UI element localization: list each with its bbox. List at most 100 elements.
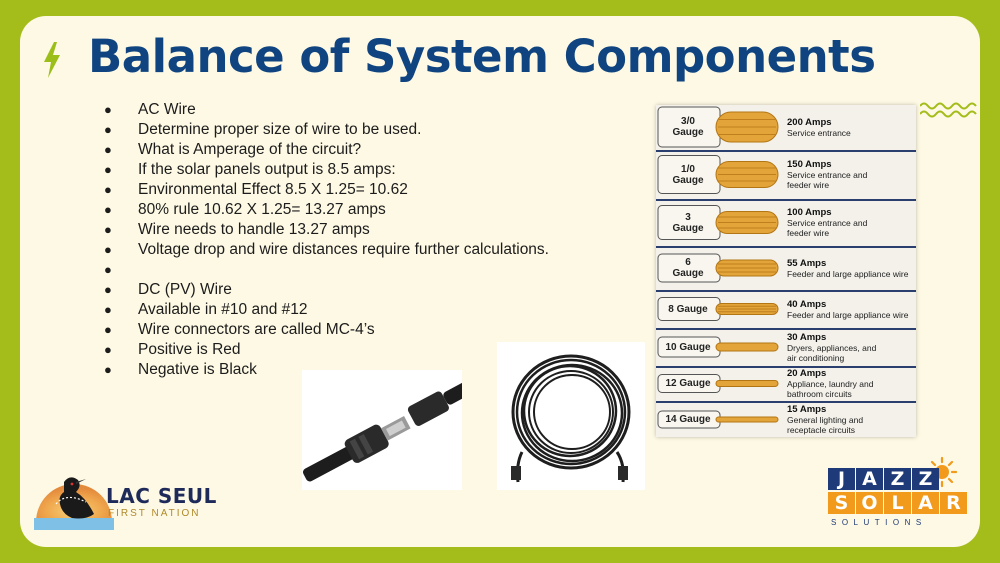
bullet-item: ● 80% rule 10.62 X 1.25= 13.27 amps <box>102 200 549 220</box>
gauge-amps: 55 Amps <box>787 257 827 269</box>
logo-letter-tile: A <box>856 468 883 490</box>
bullet-dot: ● <box>104 282 112 297</box>
gauge-label: 3 Gauge <box>672 211 704 234</box>
gauge-divider <box>656 401 916 403</box>
gauge-description: Feeder and large appliance wire <box>787 268 909 279</box>
bullet-dot: ● <box>104 122 112 137</box>
mc4-connector-image <box>302 370 462 490</box>
gauge-description: Appliance, laundry and bathroom circuits <box>787 379 874 399</box>
bullet-item: ● DC (PV) Wire <box>102 280 549 300</box>
logo-letter-tile: S <box>828 492 855 514</box>
wire-drawing <box>657 253 779 283</box>
bullet-text: What is Amperage of the circuit? <box>138 141 362 158</box>
bullet-text: Positive is Red <box>138 341 241 358</box>
gauge-amps: 100 Amps <box>787 207 832 218</box>
logo-letter-tile: Z <box>884 468 911 490</box>
gauge-label: 14 Gauge <box>665 414 711 425</box>
bullet-item: ● <box>102 260 549 280</box>
gauge-amps: 200 Amps <box>787 116 832 128</box>
lac-seul-subtitle: FIRST NATION <box>108 508 201 519</box>
bullet-item: ● Voltage drop and wire distances require… <box>102 240 549 260</box>
wire-drawing <box>657 106 779 148</box>
slide: Balance of System Components ●AC Wire●De… <box>20 16 980 547</box>
bullet-text: Negative is Black <box>138 361 257 378</box>
lac-seul-name: LAC SEUL <box>106 484 217 508</box>
wire-drawing <box>657 297 779 321</box>
gauge-description: Service entrance <box>787 127 851 138</box>
bullet-text: Available in #10 and #12 <box>138 301 308 318</box>
gauge-label: 12 Gauge <box>665 378 711 389</box>
bullet-dot: ● <box>104 242 112 257</box>
logo-letter-tile: L <box>884 492 911 514</box>
bullet-item: ● Positive is Red <box>102 340 549 360</box>
gauge-label: 3/0 Gauge <box>672 116 704 138</box>
bullet-dot: ● <box>104 342 112 357</box>
bullet-item: ●Determine proper size of wire to be use… <box>102 120 549 140</box>
gauge-description: General lighting and receptacle circuits <box>787 415 864 435</box>
gauge-divider <box>656 366 916 368</box>
bullet-text: Wire needs to handle 13.27 amps <box>138 221 370 238</box>
bullet-item: ● Environmental Effect 8.5 X 1.25= 10.62 <box>102 180 549 200</box>
gauge-label: 8 Gauge <box>668 303 708 315</box>
bullet-dot: ● <box>104 262 112 277</box>
bullet-text: DC (PV) Wire <box>138 281 232 298</box>
gauge-amps: 150 Amps <box>787 159 832 170</box>
bullet-item: ● What is Amperage of the circuit? <box>102 140 549 160</box>
bullet-dot: ● <box>104 222 112 237</box>
wire-drawing <box>657 410 779 429</box>
bullet-text: If the solar panels output is 8.5 amps: <box>138 161 396 178</box>
wire-drawing <box>657 155 779 194</box>
bullet-dot: ● <box>104 202 112 217</box>
gauge-label: 1/0 Gauge <box>672 163 704 186</box>
bullet-text: 80% rule 10.62 X 1.25= 13.27 amps <box>138 201 386 218</box>
bullet-text: Environmental Effect 8.5 X 1.25= 10.62 <box>138 181 408 198</box>
bullet-dot: ● <box>104 322 112 337</box>
bullet-list: ●AC Wire●Determine proper size of wire t… <box>102 100 549 380</box>
bullet-item: ●If the solar panels output is 8.5 amps: <box>102 160 549 180</box>
gauge-divider <box>656 246 916 248</box>
squiggle-decoration <box>920 102 977 118</box>
gauge-divider <box>656 290 916 292</box>
bullet-item: ● Wire needs to handle 13.27 amps <box>102 220 549 240</box>
wire-drawing <box>657 336 779 358</box>
gauge-divider <box>656 199 916 201</box>
logo-letter-tile: A <box>912 492 939 514</box>
gauge-description: Feeder and large appliance wire <box>787 309 909 320</box>
bullet-dot: ● <box>104 142 112 157</box>
bullet-dot: ● <box>104 362 112 377</box>
gauge-divider <box>656 150 916 152</box>
logo-letter-tile: O <box>856 492 883 514</box>
bullet-dot: ● <box>104 302 112 317</box>
bullet-dot: ● <box>104 182 112 197</box>
bullet-item: ●Wire connectors are called MC-4’s <box>102 320 549 340</box>
slide-title: Balance of System Components <box>88 30 876 83</box>
gauge-description: Service entrance and feeder wire <box>787 218 868 238</box>
bullet-item: ● Available in #10 and #12 <box>102 300 549 320</box>
gauge-divider <box>656 328 916 330</box>
gauge-amps: 30 Amps <box>787 331 827 343</box>
cable-coil-image <box>497 342 645 490</box>
gauge-label: 6 Gauge <box>672 257 704 279</box>
bullet-item: ●AC Wire <box>102 100 549 120</box>
bullet-text: AC Wire <box>138 101 196 118</box>
lac-seul-logo <box>34 477 114 530</box>
gauge-amps: 15 Amps <box>787 404 827 415</box>
gauge-amps: 20 Amps <box>787 368 827 379</box>
gauge-description: Dryers, appliances, and air conditioning <box>787 342 877 363</box>
gauge-label: 10 Gauge <box>665 341 711 353</box>
gauge-amps: 40 Amps <box>787 298 827 310</box>
logo-letter-tile: Z <box>912 468 939 490</box>
bullet-text: Voltage drop and wire distances require … <box>138 241 549 258</box>
logo-letter-tile: J <box>828 468 855 490</box>
bullet-item: ● Negative is Black <box>102 360 549 380</box>
jazz-tagline: SOLUTIONS <box>831 518 927 527</box>
